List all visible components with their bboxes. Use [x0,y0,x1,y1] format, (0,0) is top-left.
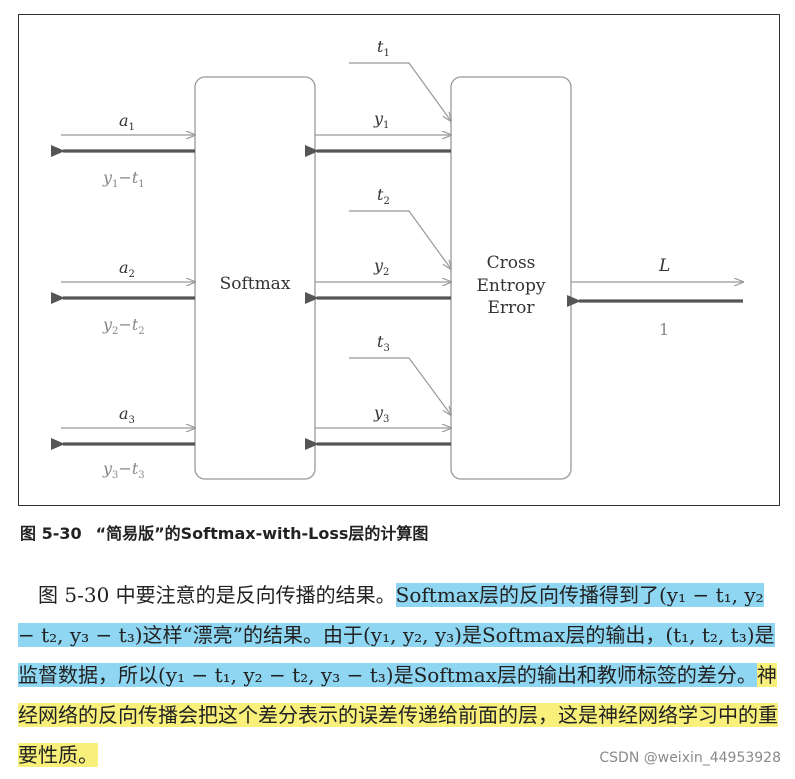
figure-title: “简易版”的Softmax-with-Loss层的计算图 [95,524,429,543]
computation-graph-figure: Softmax Cross Entropy Error a1 y1−t1 y1 … [18,14,780,506]
cross-entropy-label-2: Entropy [476,276,545,296]
label-grad1: y1−t1 [102,168,145,190]
figure-caption: 图 5-30 “简易版”的Softmax-with-Loss层的计算图 [20,520,428,544]
label-loss-grad: 1 [659,320,669,339]
watermark: CSDN @weixin_44953928 [599,750,781,766]
softmax-label: Softmax [220,274,291,294]
label-grad2: y2−t2 [102,315,145,337]
cross-entropy-label-1: Cross [487,253,536,273]
label-a1: a1 [119,111,135,133]
label-loss: L [658,256,670,276]
figure-number: 图 5-30 [20,524,82,543]
computation-graph-svg: Softmax Cross Entropy Error a1 y1−t1 y1 … [51,37,781,481]
label-grad3: y3−t3 [102,459,145,481]
label-a2: a2 [119,258,135,280]
label-a3: a3 [119,404,135,426]
paragraph-plain-text: 图 5-30 中要注意的是反向传播的结果。 [38,583,396,607]
label-t3: t3 [377,332,390,354]
label-y3: y3 [373,403,389,425]
label-y1: y1 [373,109,389,131]
body-paragraph: 图 5-30 中要注意的是反向传播的结果。Softmax层的反向传播得到了(y₁… [18,575,786,775]
teacher-arrow-t1 [349,62,451,121]
teacher-arrow-t3 [349,357,451,415]
label-y2: y2 [373,256,389,278]
cross-entropy-label-3: Error [487,298,535,318]
teacher-arrow-t2 [349,210,451,269]
label-t1: t1 [377,37,390,59]
label-t2: t2 [377,185,390,207]
